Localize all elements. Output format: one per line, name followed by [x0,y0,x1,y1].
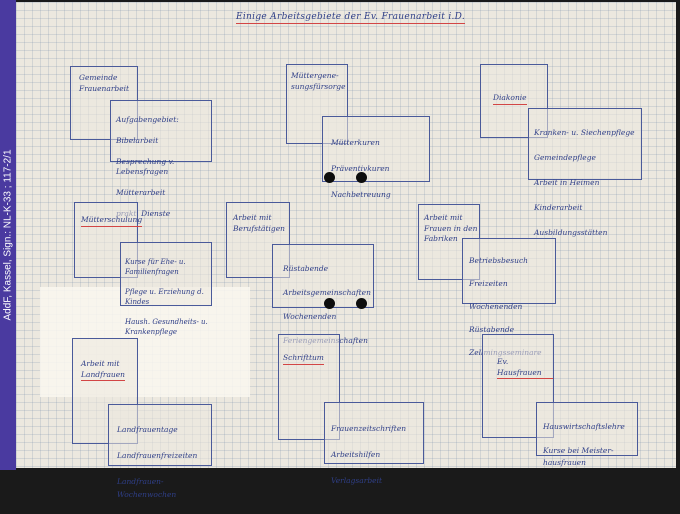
head-gemeinde: Gemeinde Frauenarbeit [79,73,130,93]
list-diakonie: Kranken- u. Siechenpflege Gemeindepflege… [534,114,635,252]
box-diakonie-list: Kranken- u. Siechenpflege Gemeindepflege… [528,108,642,237]
head-schrifttum: Schrifttum [283,353,324,365]
list-schrifttum: Frauenzeitschriften Arbeitshilfen Verlag… [331,409,406,500]
box-muettergenesung-list: Mütterkuren Präventivkuren Nachbetreuung [322,116,430,199]
item: Verlagsarbeit [331,476,382,485]
box-fabriken-list: Betriebsbesuch Freizeiten Wochenenden Rü… [462,238,556,357]
item: Aufgabengebiet: [116,114,179,124]
punch-hole [324,298,335,309]
item: Arbeitshilfen [331,450,381,459]
item: Präventivkuren [331,164,390,173]
head-fabriken: Arbeit mit Frauen in den Fabriken [424,213,478,243]
box-berufstaetige-head: Arbeit mit Berufstätigen [226,202,290,278]
item: Rüstabende [283,264,329,273]
item: Gemeindepflege [534,152,596,162]
item: Rüstabende [469,324,515,334]
punch-hole [356,172,367,183]
item: Bibelarbeit [116,135,159,145]
item: Kinderarbeit [534,202,583,212]
head-landfrauen: Arbeit mit Landfrauen [81,359,126,381]
item: Wochenenden [283,312,337,321]
head-diakonie: Diakonie [493,93,527,105]
item: Freizeiten [469,278,508,288]
item: Besprechung v. Lebensfragen [116,156,175,177]
item: Kranken- u. Siechenpflege [534,127,635,137]
item: Mütterarbeit [116,188,166,197]
item: Haush. Gesundheits- u. Krankenpflege [125,318,208,336]
box-gemeinde-list: Aufgabengebiet: Bibelarbeit Besprechung … [110,100,212,218]
item: Frauenzeitschriften [331,424,407,433]
box-hausfrauen-list: Hauswirtschaftslehre Kurse bei Meister-h… [536,402,638,467]
archive-sidebar-strip: AddF, Kassel, Sign.: NL-K-33 ; 117-2/1 [0,0,16,470]
item: Nachbetreuung [331,190,391,199]
item: Kurse für Ehe- u. Familienfragen [125,258,186,276]
item: Arbeit in Heimen [534,177,600,187]
list-hausfrauen: Hauswirtschaftslehre Kurse bei Meister-h… [543,409,637,481]
item: Pflege u. Erziehung d. Kindes [125,288,204,306]
item: Ausbildungsstätten [534,227,608,237]
head-berufstaetige: Arbeit mit Berufstätigen [233,213,285,233]
head-muettergenesung: Müttergene- sungsfürsorge [291,71,346,91]
graph-paper-sheet: Einige Arbeitsgebiete der Ev. Frauenarbe… [16,2,676,499]
punch-hole [324,172,335,183]
list-landfrauen: Landfrauentage Landfrauenfreizeiten Land… [117,410,211,514]
head-hausfrauen: Ev. Hausfrauen [497,357,553,379]
item: Kurse bei Meister-hausfrauen [543,446,614,467]
list-muetterschulung: Kurse für Ehe- u. Familienfragen Pflege … [125,247,209,347]
item: Mütterkuren [331,138,380,147]
item: Wochenenden [469,301,523,311]
diagram-title: Einige Arbeitsgebiete der Ev. Frauenarbe… [236,12,466,24]
item: Landfrauenfreizeiten [117,451,198,460]
archive-label: AddF, Kassel, Sign.: NL-K-33 ; 117-2/1 [2,149,14,321]
punch-hole [356,298,367,309]
box-landfrauen-list: Landfrauentage Landfrauenfreizeiten Land… [108,404,212,499]
list-muettergenesung: Mütterkuren Präventivkuren Nachbetreuung [331,123,391,214]
head-muetterschulung: Mütterschulung [81,215,143,227]
box-muetterschulung-list: Kurse für Ehe- u. Familienfragen Pflege … [120,242,212,336]
box-schrifttum-list: Frauenzeitschriften Arbeitshilfen Verlag… [324,402,424,485]
item: Betriebsbesuch [469,255,528,265]
item: Landfrauen-Wochenwochen [117,477,177,499]
item: Hauswirtschaftslehre [543,422,625,431]
item: Landfrauentage [117,425,178,434]
item: Arbeitsgemeinschaften [283,288,371,297]
